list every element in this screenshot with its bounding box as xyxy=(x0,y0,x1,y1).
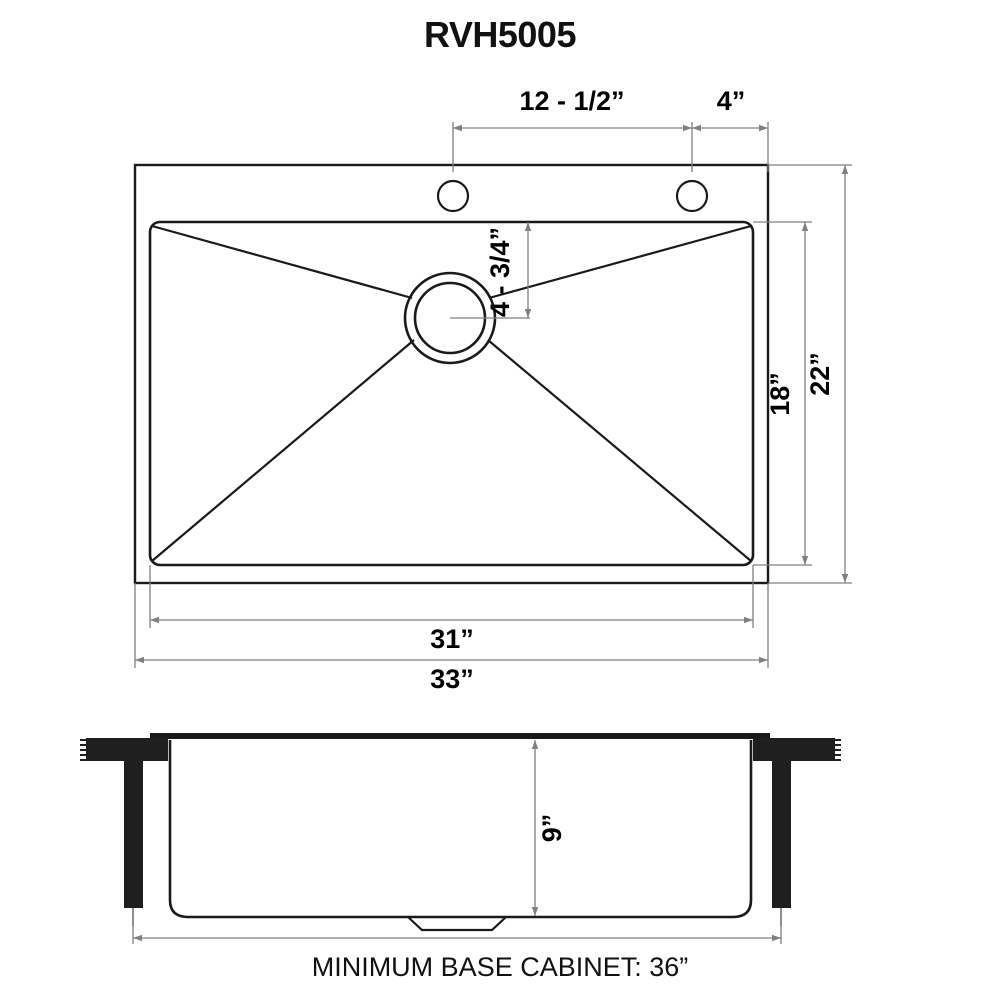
clip-right-thread-marks xyxy=(827,739,841,761)
sink-side-view: 9” xyxy=(80,733,841,944)
arrow-head xyxy=(772,934,781,942)
arrow-head xyxy=(683,124,692,132)
minimum-base-cabinet-caption: MINIMUM BASE CABINET: 36” xyxy=(311,952,689,982)
faucet-hole-left xyxy=(436,179,470,213)
clip-left-thread-marks xyxy=(80,739,94,761)
arrow-head xyxy=(531,740,539,749)
dim-label-overall-depth: 22” xyxy=(805,352,835,396)
dim-label-drain-offset: 4 - 3/4” xyxy=(485,227,515,317)
arrow-head xyxy=(453,124,462,132)
arrow-head xyxy=(759,124,768,132)
dim-basin-depth: 18” xyxy=(753,221,812,566)
mounting-clip-right xyxy=(753,738,841,926)
dim-label-basin-width: 31” xyxy=(430,624,474,654)
drain-notch xyxy=(407,916,507,932)
dim-faucet-hole-spacing: 12 - 1/2” xyxy=(452,86,693,172)
arrow-head xyxy=(759,656,768,664)
sink-inner-basin xyxy=(148,220,755,567)
dim-label-faucet-hole-spacing: 12 - 1/2” xyxy=(519,86,624,116)
arrow-head xyxy=(135,656,144,664)
faucet-hole-right xyxy=(675,179,709,213)
clip-right-post xyxy=(772,760,791,908)
page-title: RVH5005 xyxy=(424,14,576,55)
arrow-head xyxy=(524,222,532,231)
arrow-head xyxy=(692,124,701,132)
dim-label-overall-width: 33” xyxy=(430,664,474,694)
arrow-head xyxy=(841,165,849,174)
clip-right-arm xyxy=(753,738,835,761)
arrow-head xyxy=(531,907,539,916)
arrow-head xyxy=(801,556,809,565)
dim-faucet-edge-offset: 4” xyxy=(692,86,769,172)
clip-left-arm xyxy=(86,738,168,761)
dim-overall-depth: 22” xyxy=(768,164,852,584)
dim-drain-offset: 4 - 3/4” xyxy=(450,222,532,319)
sink-outer-rim xyxy=(133,163,770,585)
basin-slope-lines xyxy=(151,224,752,562)
dim-label-faucet-edge-offset: 4” xyxy=(717,86,746,116)
sink-side-basin-outline xyxy=(168,740,753,919)
arrow-head xyxy=(744,616,753,624)
arrow-head xyxy=(524,309,532,318)
dim-overall-width: 33” xyxy=(134,583,769,694)
mounting-clip-left xyxy=(80,738,168,926)
dim-label-basin-side-depth: 9” xyxy=(537,814,567,843)
dim-basin-width: 31” xyxy=(149,565,754,654)
arrow-head xyxy=(801,222,809,231)
arrow-head xyxy=(841,574,849,583)
dim-basin-side-depth: 9” xyxy=(531,740,567,916)
dim-label-basin-depth: 18” xyxy=(765,372,795,416)
sink-top-view: 12 - 1/2” 4” 4 - 3/4” xyxy=(133,86,852,694)
clip-left-post xyxy=(124,760,143,908)
arrow-head xyxy=(133,934,142,942)
dim-minimum-base-cabinet xyxy=(132,908,782,944)
arrow-head xyxy=(150,616,159,624)
